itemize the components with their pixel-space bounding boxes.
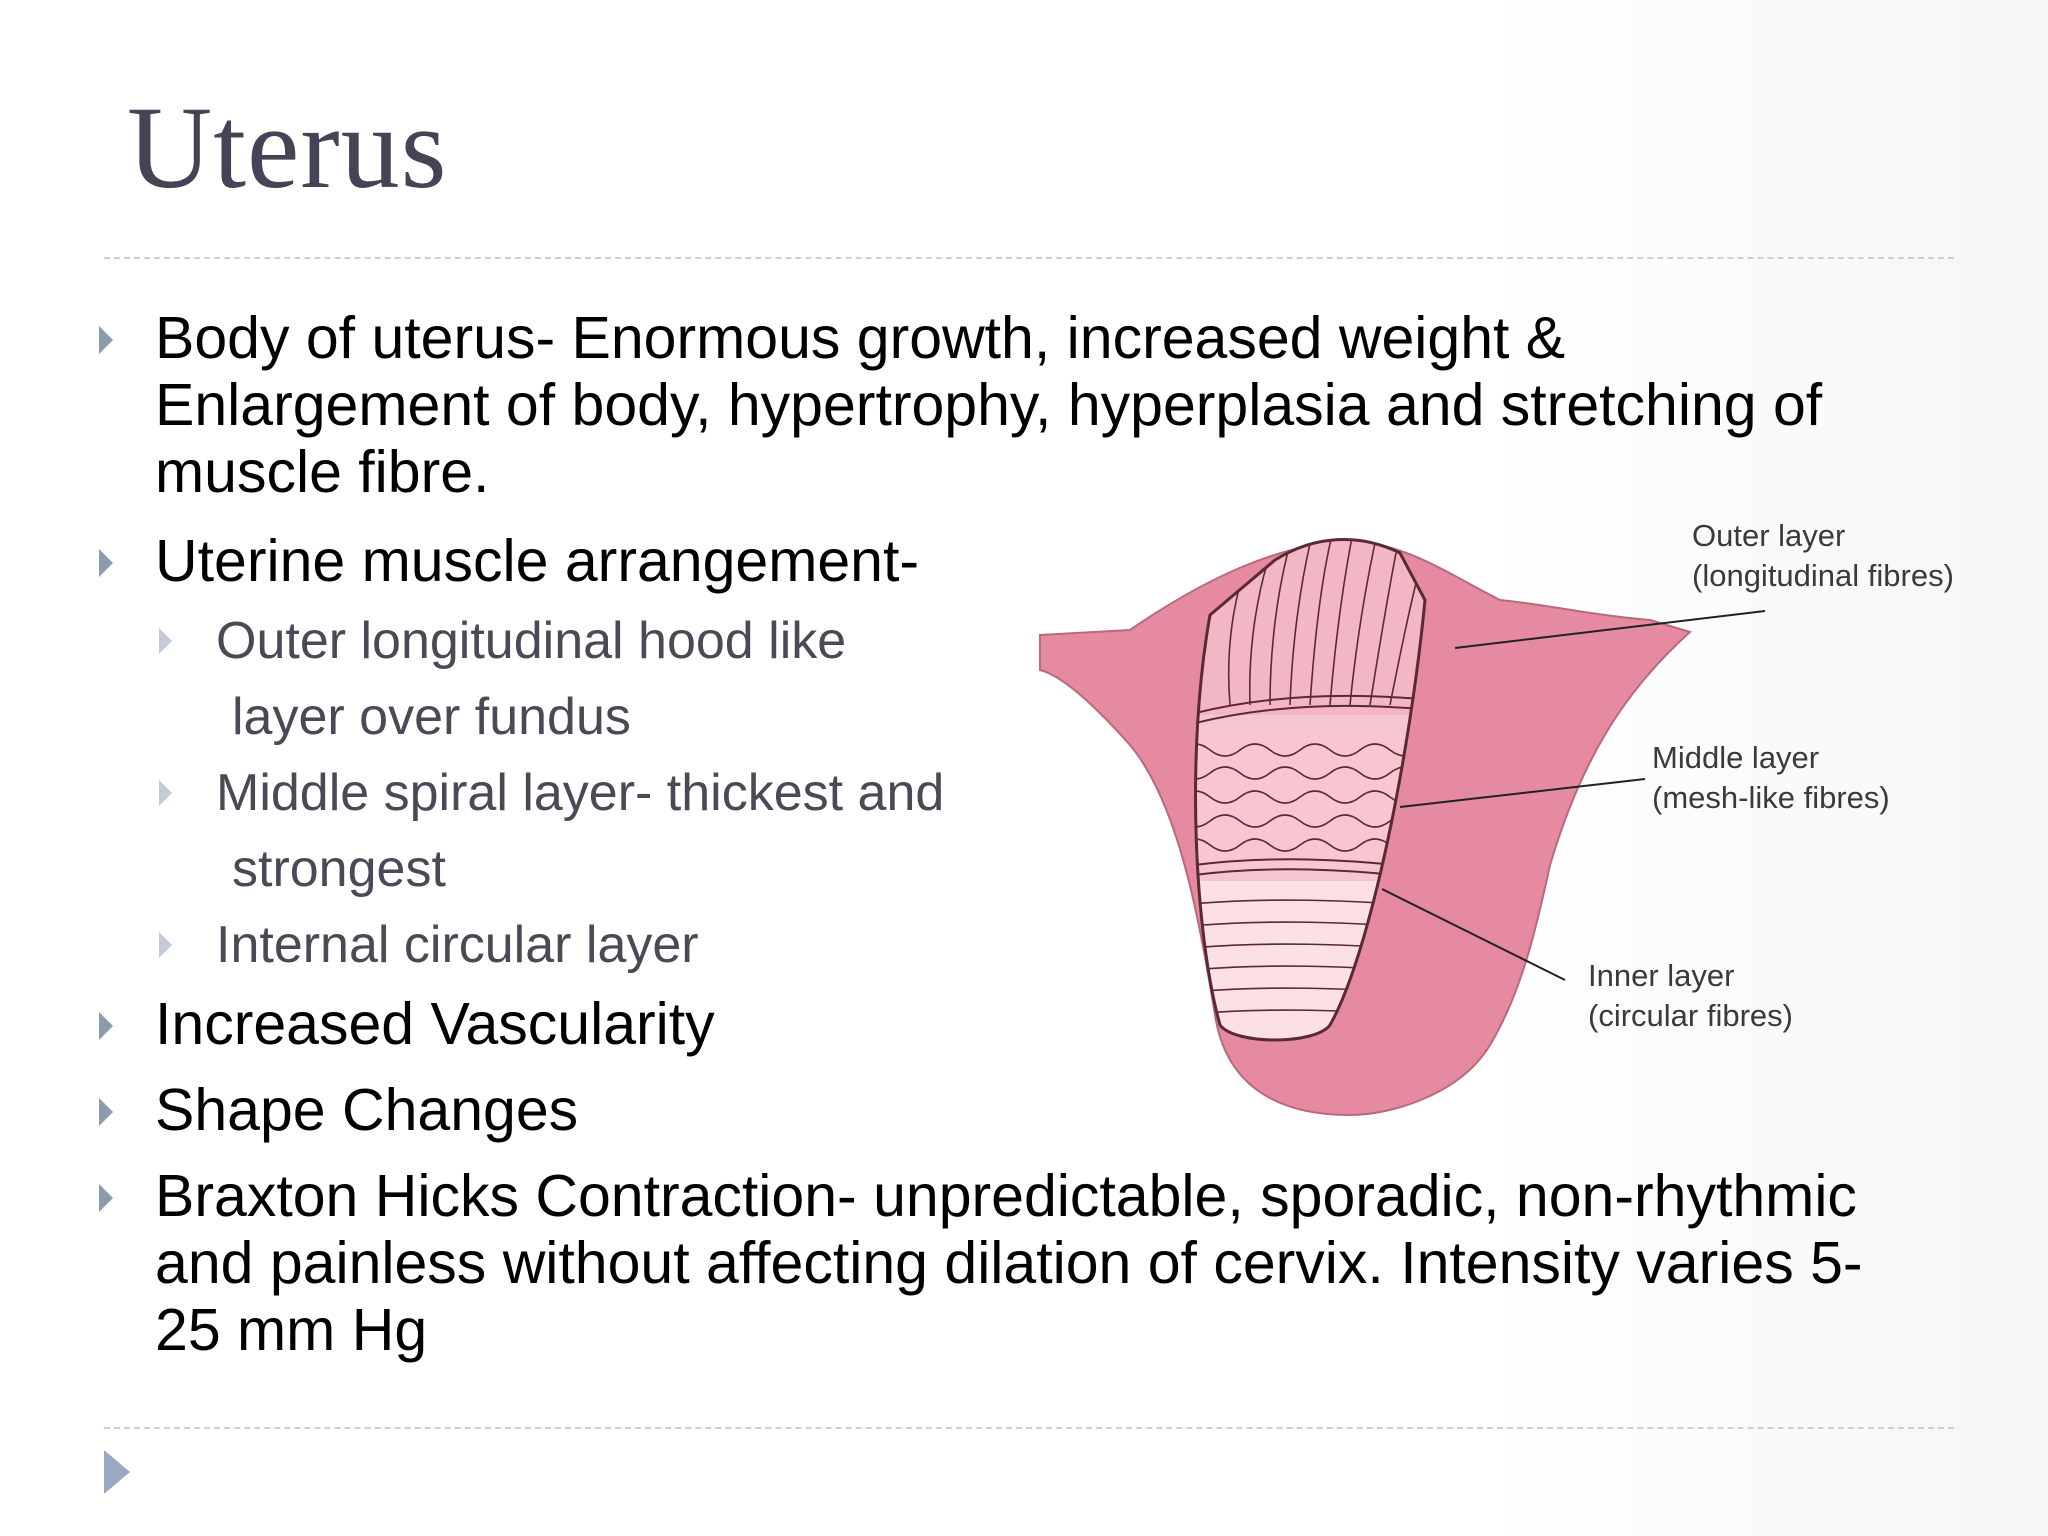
uterus-illustration (1039, 538, 1766, 1117)
uterus-muscle-layers-diagram: Outer layer (longitudinal fibres) Middle… (1030, 505, 2020, 1125)
middle-layer-desc: (mesh-like fibres) (1652, 780, 1890, 815)
title-divider (104, 257, 1954, 259)
middle-layer-label: Middle layer (1652, 740, 1820, 775)
sub-bullet-1-line-2: layer over fundus (232, 688, 631, 746)
bullet-5-line-2: and painless without affecting dilation … (155, 1230, 1863, 1296)
sub-bullet-1-line-1: Outer longitudinal hood like (216, 612, 847, 670)
bullet-5-line-3: 25 mm Hg (155, 1297, 428, 1363)
sub-bullet-triangle-icon (159, 628, 172, 654)
bullet-triangle-icon (99, 549, 113, 577)
inner-layer-label: Inner layer (1588, 958, 1735, 993)
sub-bullet-3-text: Internal circular layer (216, 916, 699, 974)
bullet-5-line-1: Braxton Hicks Contraction- unpredictable… (155, 1163, 1857, 1229)
bullet-triangle-icon (99, 1012, 113, 1040)
bullet-triangle-icon (99, 326, 113, 354)
leader-lines (1381, 610, 1766, 981)
sub-bullet-2-line-2: strongest (232, 840, 446, 898)
sub-bullet-triangle-icon (159, 780, 172, 806)
sub-bullet-2-line-1: Middle spiral layer- thickest and (216, 764, 945, 822)
bullet-1-line-2: Enlargement of body, hypertrophy, hyperp… (155, 372, 1823, 438)
bullet-4-text: Shape Changes (155, 1077, 579, 1143)
bullet-3-text: Increased Vascularity (155, 991, 715, 1057)
sub-bullet-triangle-icon (159, 932, 172, 958)
outer-layer-label: Outer layer (1692, 518, 1846, 553)
bullet-triangle-icon (99, 1184, 113, 1212)
bullet-1-line-3: muscle fibre. (155, 439, 490, 505)
longitudinal-fibres (1227, 539, 1419, 706)
bullet-triangle-icon (99, 1098, 113, 1126)
bullet-1-line-1: Body of uterus- Enormous growth, increas… (155, 305, 1566, 371)
bullet-2-text: Uterine muscle arrangement- (155, 528, 920, 594)
footer-triangle-icon (104, 1450, 130, 1494)
outer-layer-desc: (longitudinal fibres) (1692, 558, 1954, 593)
footer-divider (104, 1427, 1954, 1429)
inner-layer-desc: (circular fibres) (1588, 998, 1793, 1033)
slide-title: Uterus (127, 82, 448, 213)
